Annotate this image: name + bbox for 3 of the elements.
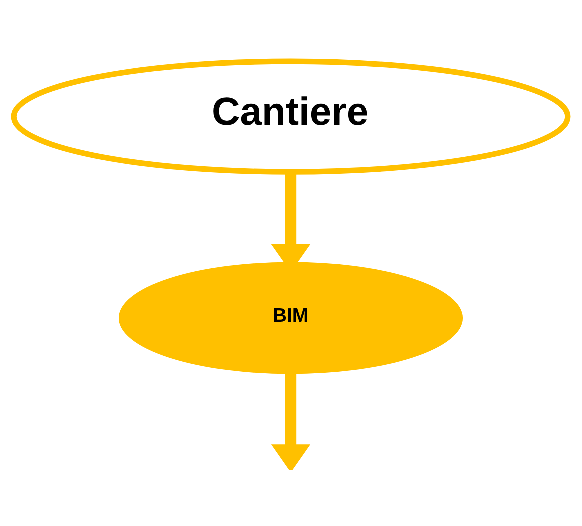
node-ellipse: Cantiere: [11, 58, 571, 175]
arrow: [271, 374, 311, 470]
node-ellipse: BIM: [118, 262, 464, 374]
